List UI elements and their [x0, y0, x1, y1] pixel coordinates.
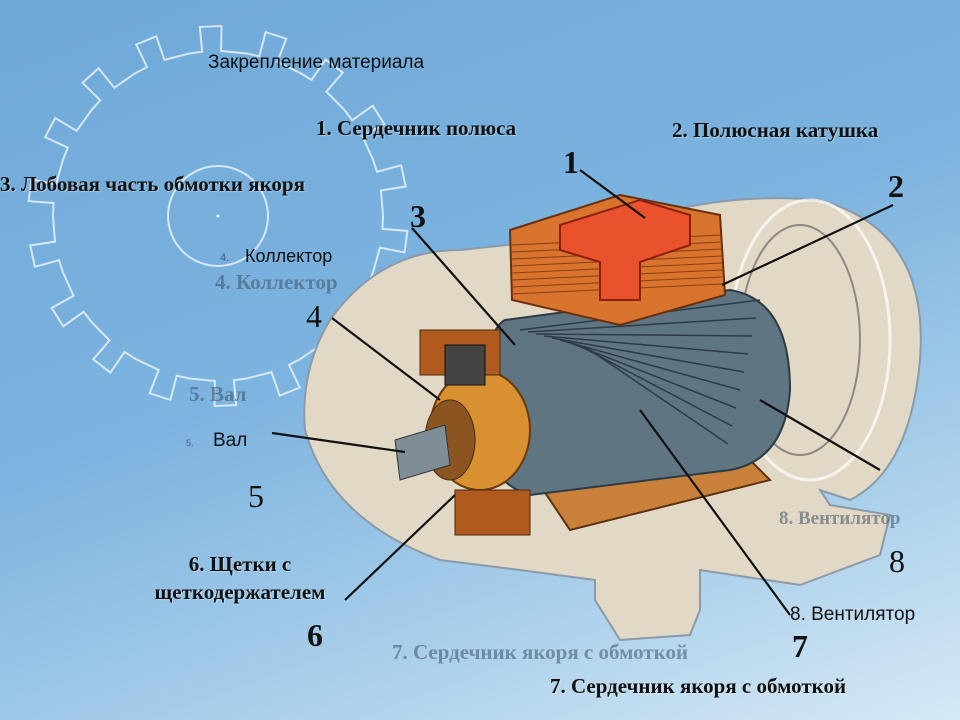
armature-slot-line: [567, 341, 737, 409]
label-shaft-ghost: 5. Вал: [189, 382, 247, 406]
number-4: 4: [306, 298, 322, 334]
label-fan-ghost: 8. Вентилятор: [779, 508, 901, 529]
label-commutator-ghost: 4. Коллектор: [215, 270, 338, 294]
number-1: 1: [563, 144, 579, 180]
number-7: 7: [792, 628, 808, 664]
label-pole-coil: 2. Полюсная катушка: [672, 118, 879, 142]
shaft: [394, 424, 451, 481]
label-shaft: Вал: [213, 430, 248, 451]
label-armature-ghost: 7. Сердечник якоря с обмоткой: [392, 640, 689, 664]
number-3: 3: [410, 198, 426, 234]
label-armature: 7. Сердечник якоря с обмоткой: [550, 674, 847, 698]
label-commutator: Коллектор: [245, 246, 333, 266]
pole-core: [559, 198, 691, 301]
number-2: 2: [888, 168, 904, 204]
label-pole-core: 1. Сердечник полюса: [316, 116, 517, 140]
number-5: 5: [248, 478, 264, 514]
armature-slot-line: [535, 333, 753, 337]
armature-slot-line: [543, 335, 749, 355]
armature-slot-line: [527, 317, 757, 333]
label-brushes: 6. Щетки с щеткодержателем: [154, 552, 326, 604]
label-fan: 8. Вентилятор: [790, 604, 916, 625]
number-6: 6: [307, 617, 323, 653]
brush-holder-bottom: [454, 489, 531, 536]
gear-shape: [27, 24, 409, 408]
label-winding-end: 3. Лобовая часть обмотки якоря: [0, 172, 305, 196]
leader-lines: [271, 169, 894, 616]
number-8: 8: [889, 543, 905, 579]
label-shaft-number: 5.: [186, 438, 194, 448]
armature-slot-line: [583, 345, 729, 445]
armature-slot-line: [551, 337, 745, 373]
slide-title: Закрепление материала: [208, 52, 425, 73]
label-commutator-number: 4.: [220, 252, 230, 264]
armature-slot-line: [559, 339, 741, 391]
